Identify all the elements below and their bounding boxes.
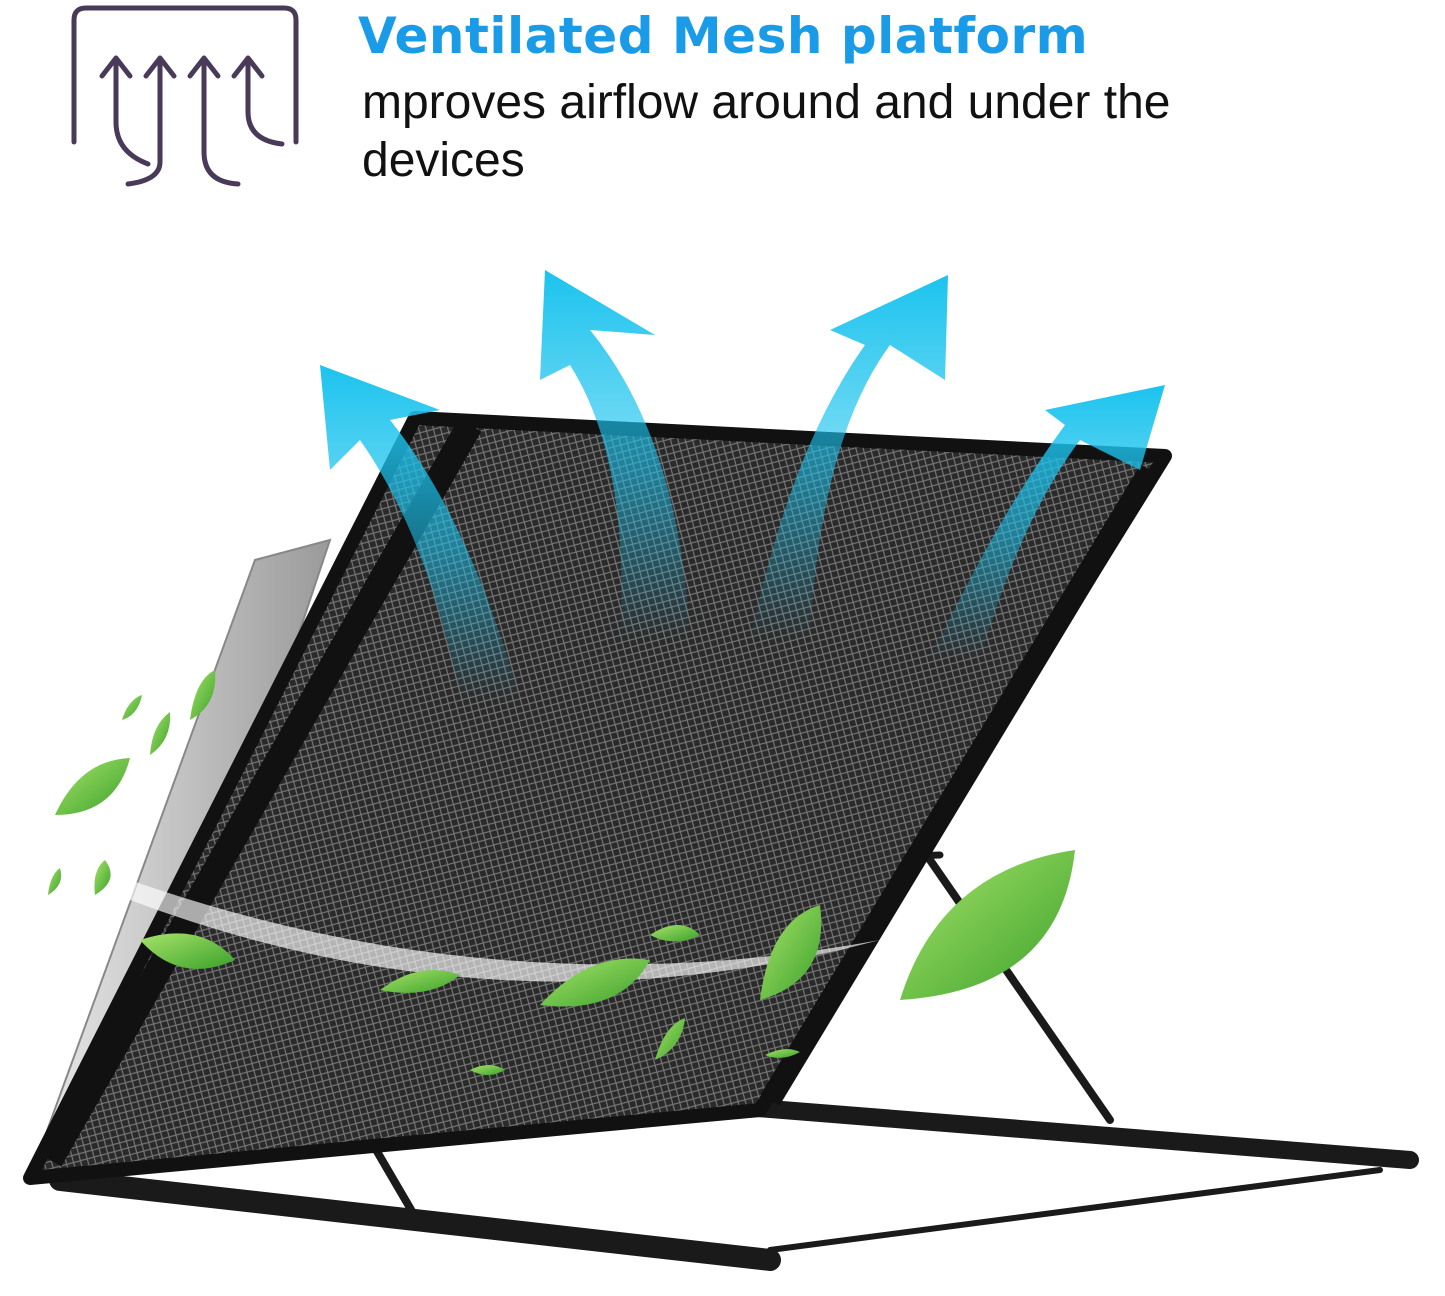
header: Ventilated Mesh platform mproves airflow… [0,0,1445,200]
airflow-swoosh [130,880,880,982]
leaf-icon [48,868,62,895]
leaf-icon [140,933,235,969]
mesh-laptop-stand-illustration [23,270,1419,1271]
leaf-icon [55,758,130,815]
leaf-icon [122,695,142,720]
leaf-icon [655,1018,685,1060]
subtext: mproves airflow around and under the dev… [362,76,1171,187]
airflow-arrow-icon [750,275,948,640]
leaf-icon [540,958,650,1007]
mesh-platform [23,411,1172,1185]
airflow-arrow-icon [320,365,520,700]
leaf-icon [760,905,822,1000]
airflow-arrow-icon [540,270,690,640]
headline: Ventilated Mesh platform [358,7,1089,65]
leaf-icon [650,925,700,942]
leaf-icon [94,860,111,895]
leaf-icon [190,670,216,720]
leaf-icon [380,970,460,993]
leaf-icon [900,850,1075,1000]
leaf-icon [765,1049,800,1058]
airflow-up-arrows-icon [71,5,299,187]
leaf-icon [150,712,171,755]
airflow-arrow-icon [930,385,1165,660]
leaf-icon [470,1065,505,1075]
leaves [48,670,1075,1075]
airflow-arrows [320,270,1165,700]
